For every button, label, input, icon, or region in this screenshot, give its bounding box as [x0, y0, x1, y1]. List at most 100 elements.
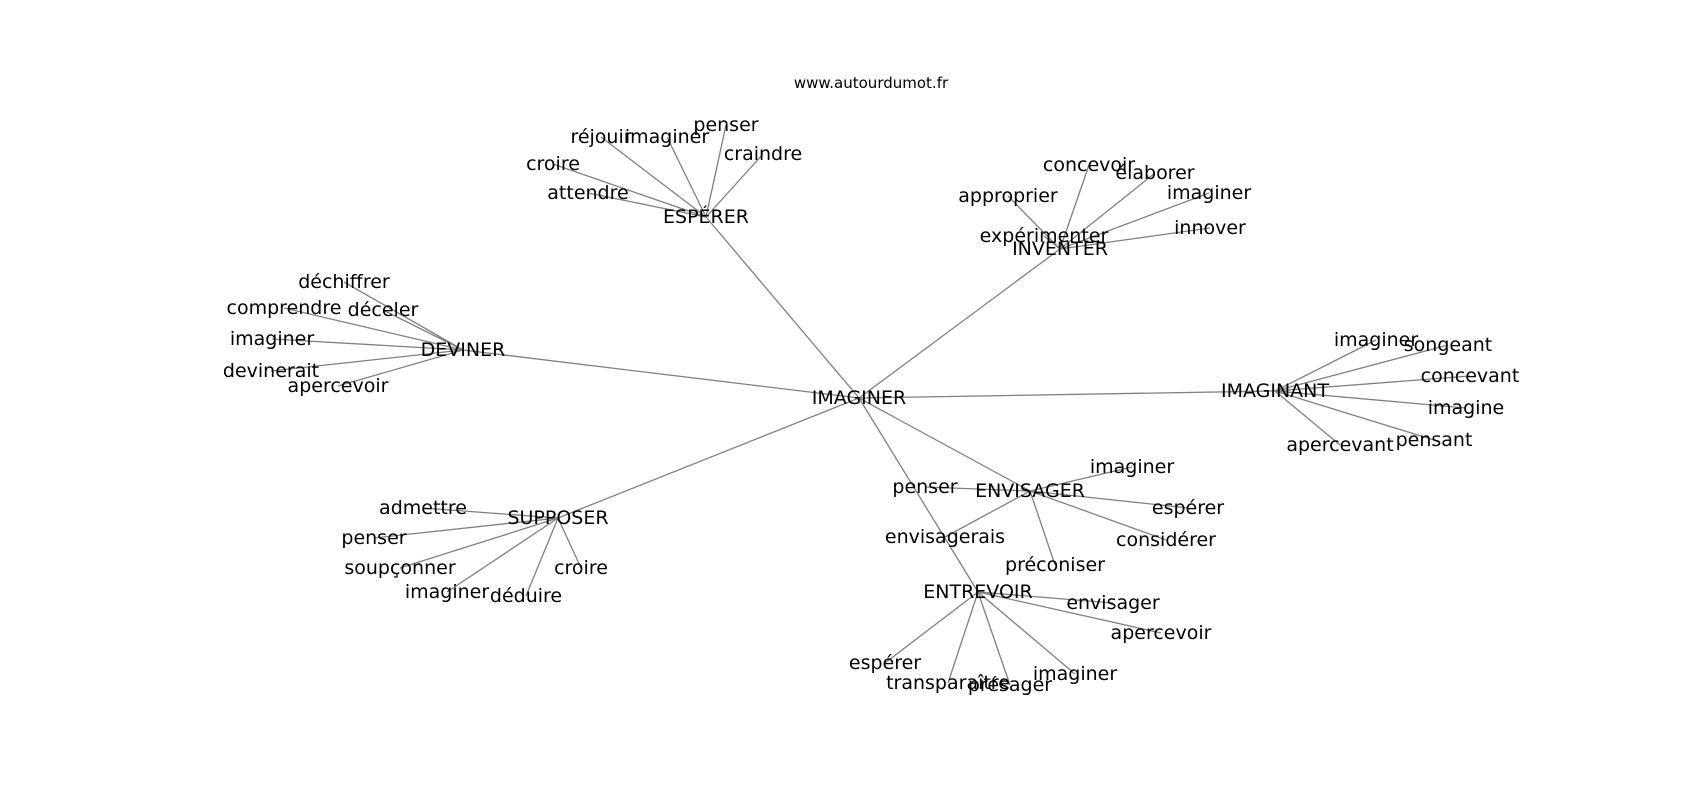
node-leaf-entrevoir-esperer[interactable]: espérer — [849, 652, 921, 674]
node-hub-esperer[interactable]: ESPÉRER — [663, 205, 749, 228]
edge-imaginant-pensant — [1274, 390, 1435, 441]
node-leaf-supposer-imaginer[interactable]: imaginer — [405, 581, 490, 603]
edge-imaginer-esperer — [705, 216, 860, 399]
node-leaf-supposer-admettre[interactable]: admettre — [379, 497, 467, 519]
edge-esperer-craindre — [705, 153, 764, 218]
node-leaf-entrevoir-presager[interactable]: présager — [968, 674, 1052, 696]
edge-deviner-deceler — [382, 309, 464, 351]
edge-esperer-penser — [705, 124, 727, 218]
edge-esperer-croire — [552, 163, 707, 218]
node-leaf-deviner-apercevoir[interactable]: apercevoir — [288, 375, 389, 397]
edge-deviner-imaginer — [271, 338, 464, 351]
node-leaf-envisager-imaginer[interactable]: imaginer — [1090, 456, 1175, 478]
edge-deviner-comprendre — [283, 307, 464, 351]
node-hub-supposer[interactable]: SUPPOSER — [507, 507, 608, 529]
node-leaf-envisager-esperer[interactable]: espérer — [1152, 497, 1224, 519]
node-leaf-esperer-penser[interactable]: penser — [693, 114, 758, 136]
node-leaf-esperer-attendre[interactable]: attendre — [547, 182, 628, 204]
node-leaf-entrevoir-imaginer[interactable]: imaginer — [1033, 663, 1118, 685]
node-leaf-deviner-deceler[interactable]: déceler — [348, 299, 419, 321]
edge-supposer-soupconner — [399, 517, 559, 569]
edge-supposer-imaginer — [446, 517, 559, 593]
edge-inventer-elaborer — [1059, 172, 1156, 250]
node-leaf-deviner-comprendre[interactable]: comprendre — [227, 297, 342, 319]
node-leaf-envisager-preconiser[interactable]: préconiser — [1005, 554, 1105, 576]
node-leaf-entrevoir-apercevoir[interactable]: apercevoir — [1111, 622, 1212, 644]
edge-imaginer-deviner — [462, 349, 860, 399]
node-leaf-esperer-rejouir[interactable]: réjouir — [570, 126, 631, 148]
edge-deviner-apercevoir — [337, 349, 464, 387]
node-leaf-supposer-penser[interactable]: penser — [341, 527, 406, 549]
node-leaf-supposer-deduire[interactable]: déduire — [490, 585, 562, 607]
node-hub-envisager[interactable]: ENVISAGER — [975, 480, 1085, 502]
edge-imaginant-concevant — [1274, 375, 1471, 392]
node-leaf-inventer-concevoir[interactable]: concevoir — [1043, 154, 1135, 176]
edge-imaginer-supposer — [557, 397, 860, 519]
node-hub-deviner[interactable]: DEVINER — [421, 339, 506, 361]
node-leaf-envisager-envisagerais[interactable]: envisagerais — [885, 526, 1005, 548]
node-leaf-deviner-imaginer[interactable]: imaginer — [230, 328, 315, 350]
edge-envisager-imaginer — [1029, 466, 1133, 492]
edge-inventer-experimenter — [1043, 235, 1061, 250]
node-leaf-esperer-croire[interactable]: croire — [526, 153, 580, 175]
edge-inventer-concevoir — [1059, 164, 1090, 250]
edge-entrevoir-esperer — [884, 591, 979, 664]
node-leaf-esperer-imaginer[interactable]: imaginer — [625, 126, 710, 148]
edge-inventer-approprier — [1007, 195, 1061, 250]
edge-esperer-rejouir — [600, 136, 707, 218]
node-leaf-imaginant-apercevant[interactable]: apercevant — [1286, 434, 1393, 456]
node-leaf-imaginant-imagine[interactable]: imagine — [1428, 397, 1505, 419]
edge-supposer-admettre — [422, 507, 559, 519]
node-leaf-inventer-innover[interactable]: innover — [1174, 217, 1246, 239]
edge-supposer-deduire — [525, 517, 559, 597]
node-leaf-imaginant-songeant[interactable]: songeant — [1404, 334, 1492, 356]
edge-envisager-penser — [924, 486, 1031, 492]
edge-imaginant-apercevant — [1274, 390, 1341, 446]
edge-envisager-envisagerais — [944, 490, 1031, 538]
edge-supposer-croire — [557, 517, 582, 569]
node-leaf-supposer-croire[interactable]: croire — [554, 557, 608, 579]
edges-layer — [270, 124, 1471, 686]
node-hub-inventer[interactable]: INVENTER — [1012, 238, 1108, 260]
node-leaf-envisager-considerer[interactable]: considérer — [1116, 529, 1216, 551]
node-leaf-envisager-penser[interactable]: penser — [892, 476, 957, 498]
node-leaf-imaginant-pensant[interactable]: pensant — [1396, 429, 1473, 451]
labels-layer: IMAGINERESPÉRERréjouirimaginerpensercrai… — [223, 114, 1519, 696]
edge-supposer-penser — [373, 517, 559, 539]
edge-envisager-considerer — [1029, 490, 1167, 541]
edge-entrevoir-presager — [977, 591, 1011, 686]
node-leaf-entrevoir-envisager[interactable]: envisager — [1066, 592, 1160, 614]
node-leaf-esperer-craindre[interactable]: craindre — [724, 143, 802, 165]
edge-imaginer-entrevoir — [858, 397, 979, 593]
edge-imaginer-inventer — [858, 248, 1061, 399]
edge-deviner-dechiffrer — [343, 281, 464, 351]
source-label[interactable]: www.autourdumot.fr — [794, 74, 949, 92]
edge-entrevoir-imaginer — [977, 591, 1076, 675]
node-leaf-inventer-experimenter[interactable]: expérimenter — [980, 225, 1109, 247]
edge-imaginant-songeant — [1274, 344, 1449, 392]
node-leaf-deviner-devinerait[interactable]: devinerait — [223, 360, 319, 382]
edge-esperer-attendre — [587, 192, 707, 218]
edge-entrevoir-apercevoir — [977, 591, 1162, 634]
node-leaf-entrevoir-transparaitre[interactable]: transparaître — [886, 672, 1010, 694]
edge-entrevoir-envisager — [977, 591, 1114, 604]
edge-imaginer-envisager — [858, 397, 1031, 492]
node-leaf-inventer-imaginer[interactable]: imaginer — [1167, 182, 1252, 204]
edge-entrevoir-transparaitre — [947, 591, 979, 684]
edge-esperer-imaginer — [666, 136, 707, 218]
node-hub-entrevoir[interactable]: ENTREVOIR — [923, 581, 1032, 603]
node-leaf-imaginant-imaginer[interactable]: imaginer — [1334, 329, 1419, 351]
node-leaf-deviner-dechiffrer[interactable]: déchiffrer — [298, 271, 390, 293]
edge-imaginant-imaginer — [1274, 339, 1377, 392]
edge-envisager-esperer — [1029, 490, 1189, 509]
node-leaf-inventer-elaborer[interactable]: élaborer — [1115, 162, 1194, 184]
node-hub-imaginant[interactable]: IMAGINANT — [1221, 380, 1329, 402]
node-center-imaginer[interactable]: IMAGINER — [812, 387, 906, 409]
edge-deviner-devinerait — [270, 349, 464, 372]
node-leaf-supposer-soupconner[interactable]: soupçonner — [344, 557, 455, 579]
node-leaf-imaginant-concevant[interactable]: concevant — [1421, 365, 1520, 387]
edge-imaginer-imaginant — [858, 390, 1276, 399]
edge-inventer-innover — [1059, 227, 1211, 250]
node-leaf-inventer-approprier[interactable]: approprier — [958, 185, 1058, 207]
